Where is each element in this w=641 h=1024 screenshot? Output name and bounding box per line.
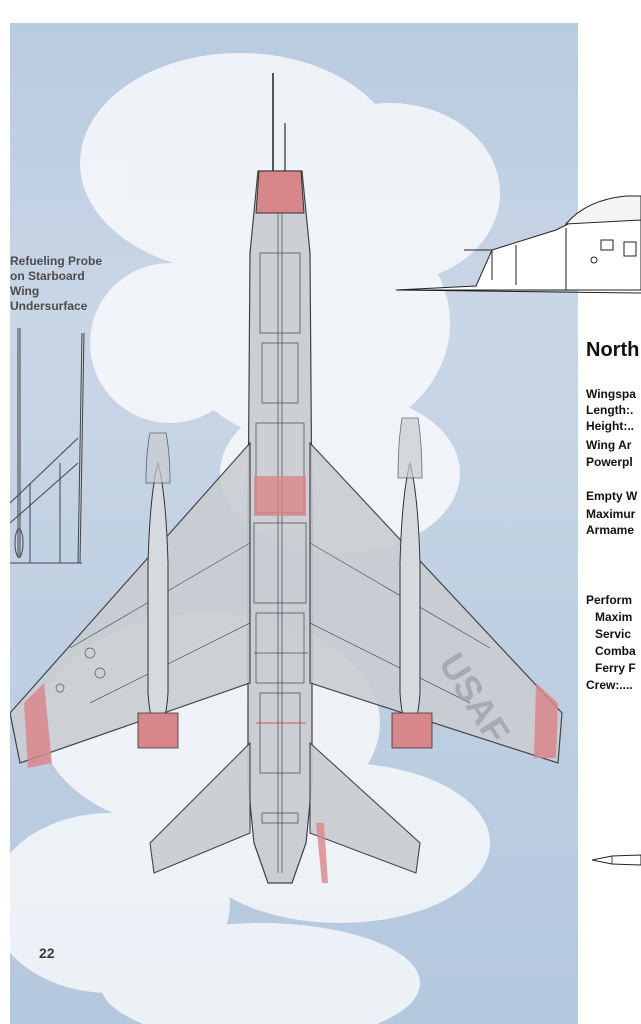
page-number: 22 — [39, 945, 55, 961]
performance-line: Servic — [595, 627, 632, 641]
caption-line: Wing — [10, 284, 40, 298]
performance-line: Ferry F — [595, 661, 636, 675]
nose-detail-drawing — [592, 854, 641, 866]
performance-line: Maxim — [595, 610, 633, 624]
aircraft-plan-view: USAF — [10, 53, 563, 1024]
spec-line: Length:. — [586, 403, 634, 417]
horizontal-stabilizers — [149, 741, 421, 883]
performance-line: Comba — [595, 644, 636, 658]
performance-heading: Perform — [586, 593, 633, 607]
spec-line: Powerpl — [586, 455, 633, 469]
spec-line: Armame — [586, 523, 635, 537]
fuselage — [247, 73, 313, 884]
crew-line: Crew:.... — [586, 678, 633, 692]
caption-line: on Starboard — [10, 269, 85, 283]
drop-tanks — [137, 417, 433, 749]
aircraft-side-view — [396, 195, 641, 294]
refueling-probe-caption: Refueling Probe on Starboard Wing Unders… — [10, 254, 130, 314]
spec-line: Wingspa — [586, 387, 636, 401]
caption-line: Undersurface — [10, 299, 88, 313]
spec-title: North — [586, 339, 640, 361]
spec-line: Empty W — [586, 489, 638, 503]
caption-line: Refueling Probe — [10, 254, 103, 268]
spec-line: Maximur — [586, 507, 636, 521]
wings — [10, 441, 563, 768]
refueling-probe-detail — [10, 328, 85, 564]
spec-line: Wing Ar — [586, 438, 632, 452]
photo-background: USAF — [10, 23, 578, 1024]
spec-line: Height:.. — [586, 419, 634, 433]
